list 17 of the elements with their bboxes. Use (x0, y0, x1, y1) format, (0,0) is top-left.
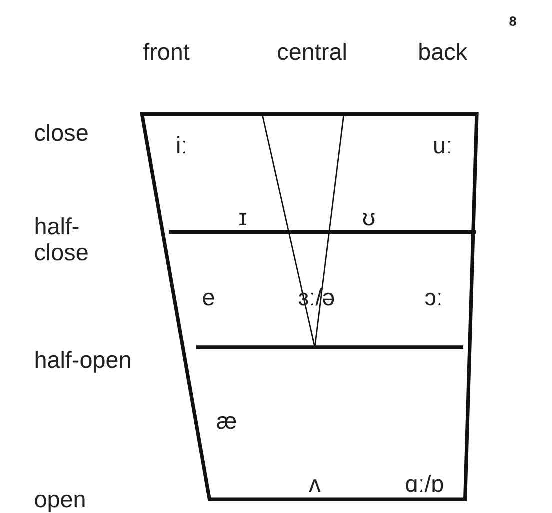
vowel-symbol: iː (176, 132, 188, 159)
row-label: half-close (34, 214, 90, 266)
column-label: front (143, 39, 190, 66)
vowel-symbol: e (202, 285, 216, 311)
vowel-symbol: ɑː/ɒ (405, 471, 444, 498)
vowel-symbol: ʌ (309, 471, 321, 498)
row-label: close (34, 120, 89, 146)
page-number: 8 (509, 15, 517, 30)
vowel-symbol: ɔː (424, 285, 443, 311)
vowel-symbol: ɪ (238, 204, 248, 231)
row-label: open (34, 486, 86, 512)
vowel-symbol: æ (216, 408, 238, 434)
vowel-symbol: ʊ (362, 204, 376, 231)
vowel-symbol: uː (433, 132, 453, 159)
row-label: half-open (34, 347, 132, 373)
column-label: back (418, 39, 468, 66)
column-label: central (277, 39, 348, 66)
